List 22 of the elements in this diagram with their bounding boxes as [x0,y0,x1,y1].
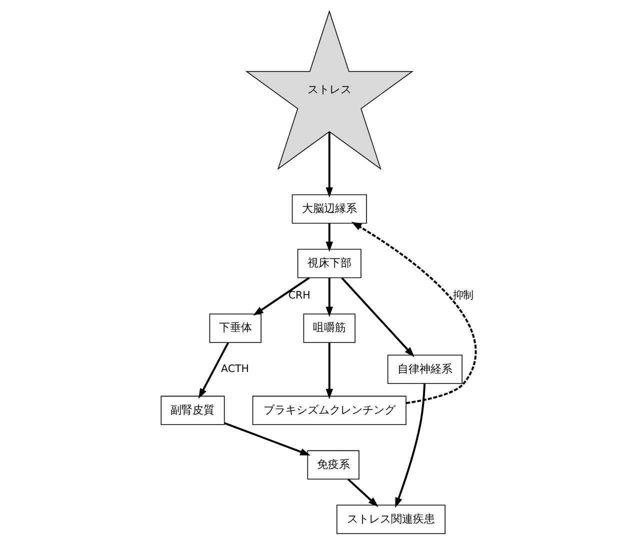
edge-label: ACTH [221,363,249,376]
arrow [348,478,378,508]
node-box: 大脳辺縁系 [292,194,367,224]
arrow [341,277,414,358]
node-box: 咀嚼筋 [303,314,356,343]
edge-label: 抑制 [452,290,473,302]
arrow [326,278,333,317]
node-box: 自律神経系 [387,354,462,384]
edge-label: CRH [288,290,310,302]
node-box: 副腎皮質 [160,396,225,425]
arrow [395,384,426,508]
arrow [253,277,310,316]
arrow [351,222,477,404]
arrow [198,342,230,399]
node-box: 視床下部 [297,248,362,278]
node-box: ストレス関連疾患 [336,504,446,534]
node-box: 下垂体 [209,314,262,343]
arrow [326,223,333,252]
arrow [224,422,310,456]
node-box: 免疫系 [307,450,360,480]
arrow [326,342,333,400]
node-box: ブラキシズムクレンチング [252,396,406,425]
